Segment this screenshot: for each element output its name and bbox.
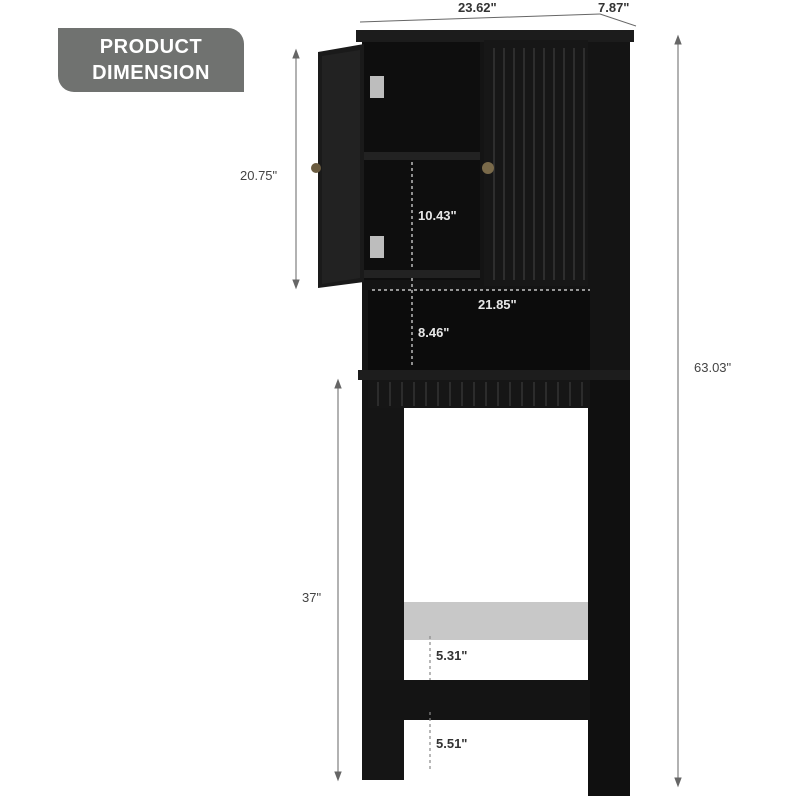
right-leg	[588, 378, 630, 796]
interior-bottom	[362, 270, 480, 278]
apron	[368, 380, 590, 408]
crossbar-gap-label: 5.31"	[436, 648, 468, 663]
badge-line-2: DIMENSION	[92, 62, 210, 84]
width-dim-line	[359, 13, 601, 23]
depth-label: 7.87"	[598, 0, 630, 15]
right-door-knob	[482, 162, 494, 174]
upper-crossbar	[404, 602, 588, 640]
right-door-flutes	[493, 48, 585, 280]
left-door-knob	[311, 163, 321, 173]
lower-hinge	[370, 236, 384, 258]
interior-shelf	[362, 152, 480, 160]
leg-clearance-label: 37"	[302, 590, 322, 605]
badge-line-1: PRODUCT	[99, 36, 203, 58]
inner-width-label: 21.85"	[478, 297, 517, 312]
right-door	[484, 40, 588, 286]
top-board	[356, 30, 634, 42]
width-label: 23.62"	[458, 0, 497, 15]
shelf-board	[358, 370, 630, 380]
total-height-label: 63.03"	[694, 360, 732, 375]
apron-flutes	[377, 382, 583, 406]
cabinet-height-label: 20.75"	[240, 168, 278, 183]
depth-dim-line	[599, 13, 637, 27]
lower-crossbar	[370, 680, 590, 720]
left-door-inner-face	[322, 50, 360, 284]
shelf-height-label: 10.43"	[418, 208, 457, 223]
open-shelf-interior	[368, 290, 590, 370]
open-shelf-height-label: 8.46"	[418, 325, 450, 340]
product-dimension-badge: PRODUCT DIMENSION	[58, 28, 244, 92]
upper-hinge	[370, 76, 384, 98]
floor-gap-label: 5.51"	[436, 736, 468, 751]
